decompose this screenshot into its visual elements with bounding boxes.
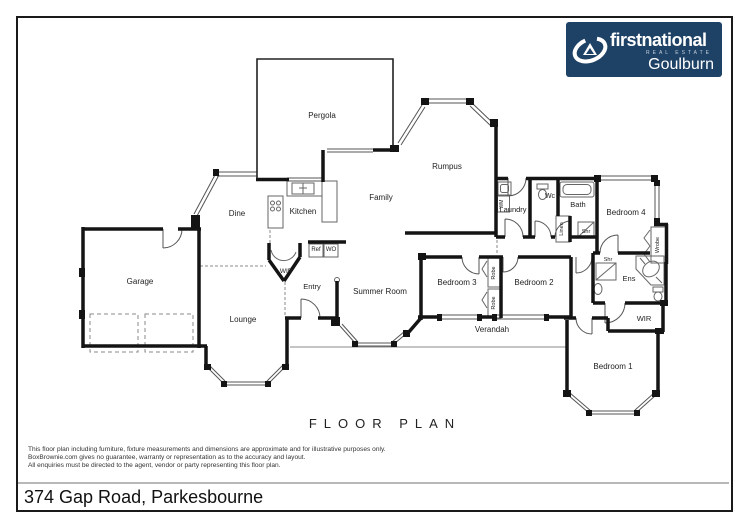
room-label-garage: Garage	[127, 277, 154, 286]
room-label-dine: Dine	[229, 209, 246, 218]
pergola-outline	[256, 58, 394, 178]
open-plan-dashed-lines	[200, 230, 498, 316]
room-label-wo: WO	[326, 247, 337, 253]
room-label-bedroom-3: Bedroom 3	[437, 278, 477, 287]
room-label-wrobe: Wrobe	[655, 237, 661, 253]
logo-brand: firstnational	[610, 30, 707, 50]
room-label-robe: Robe	[491, 266, 497, 279]
room-label-verandah: Verandah	[475, 325, 509, 334]
room-label-summer-room: Summer Room	[353, 287, 407, 296]
wall-caps	[79, 98, 668, 416]
firstnational-swirl-icon	[572, 36, 608, 64]
room-label-pergola: Pergola	[308, 111, 336, 120]
room-label-robe: Robe	[491, 296, 497, 309]
room-label-shr: Shr	[604, 257, 613, 263]
room-label-wc: Wc	[545, 193, 556, 200]
room-label-bath: Bath	[570, 200, 585, 209]
page-border	[16, 16, 733, 512]
disclaimer-line-1: This floor plan including furniture, fix…	[28, 446, 386, 453]
room-label-bedroom-4: Bedroom 4	[606, 208, 646, 217]
room-label-ens: Ens	[623, 274, 636, 283]
room-label-kitchen: Kitchen	[290, 207, 317, 216]
room-label-wm: WM	[499, 200, 505, 209]
room-label-laundry: Laundry	[499, 205, 526, 214]
room-label-ref: Ref	[311, 247, 321, 253]
room-label-wip: WIP	[280, 268, 292, 275]
walls	[81, 123, 669, 394]
garage-door-markings	[89, 313, 194, 353]
property-address: 374 Gap Road, Parkesbourne	[24, 487, 264, 507]
windows	[193, 98, 660, 415]
logo-office: Goulburn	[648, 56, 714, 73]
disclaimer-line-2: BoxBrownie.com gives no guarantee, warra…	[28, 454, 306, 462]
room-label-wir: WIR	[637, 314, 652, 323]
room-label-rumpus: Rumpus	[432, 162, 462, 171]
door-swings	[162, 177, 626, 335]
logo-box: firstnational REAL ESTATE Goulburn	[566, 22, 722, 77]
disclaimer-text: This floor plan including furniture, fix…	[28, 446, 386, 471]
floor-plan-title: FLOOR PLAN	[308, 416, 462, 431]
room-label-entry: Entry	[303, 282, 321, 291]
room-label-linen: Linen	[559, 222, 565, 235]
footer-separator	[18, 482, 729, 484]
room-label-bedroom-2: Bedroom 2	[514, 278, 554, 287]
room-label-family: Family	[369, 193, 393, 202]
disclaimer-line-3: All enquiries must be directed to the ag…	[28, 462, 281, 470]
room-label-lounge: Lounge	[230, 315, 257, 324]
room-label-bedroom-1: Bedroom 1	[593, 362, 633, 371]
logo-tagline: REAL ESTATE	[646, 50, 712, 56]
room-label-shr: Shr	[582, 229, 591, 235]
